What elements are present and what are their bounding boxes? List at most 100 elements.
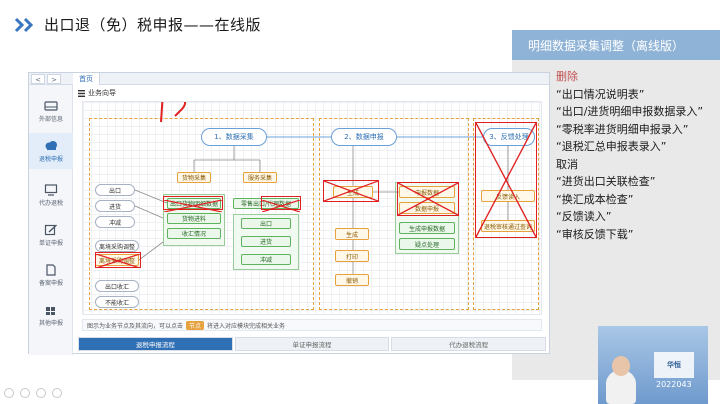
monitor-icon — [44, 183, 58, 196]
cross-icon — [323, 180, 379, 202]
zone-data-collect — [89, 118, 314, 310]
left-item-departure-adjust[interactable]: 离境采购调整 — [95, 240, 139, 252]
slide-title-text: 出口退（免）税申报——在线版 — [44, 16, 262, 34]
delete-label: 删除 — [556, 70, 578, 83]
crossout-feedback — [475, 122, 537, 238]
left-item-purchase[interactable]: 进货 — [95, 200, 135, 212]
sidebar-label: 单证申报 — [38, 239, 63, 247]
sidebar-label: 备案申报 — [38, 279, 63, 287]
pen-icon[interactable] — [4, 388, 14, 398]
sidebar-item-document[interactable]: 单证申报 — [29, 217, 73, 253]
flow-connectors — [134, 102, 509, 274]
sidebar: 外部信息 退税申报 代办退税 单证申报 备案申报 其他申报 — [29, 85, 73, 355]
eraser-icon[interactable] — [20, 388, 30, 398]
node-chip: 节点 — [186, 320, 205, 330]
edit-icon — [44, 223, 57, 235]
report-right-data[interactable]: 申报数据 — [399, 186, 455, 198]
delete-item: “出口/进货明细申报数据录入” — [556, 105, 704, 118]
step-data-collect[interactable]: 1、数据采集 — [201, 128, 267, 146]
delete-item: “退税汇总申报表录入” — [556, 140, 667, 153]
tab-agent-flow[interactable]: 代办退税流程 — [391, 337, 547, 351]
file-icon — [46, 263, 56, 276]
main-content: 业务向导 1、数据采集 2、数据申报 3、反馈处理 货物采集 服务采集 出口 进… — [74, 85, 550, 355]
crossout-report-generate — [323, 180, 379, 202]
zone-data-report — [319, 118, 469, 310]
delete-item: “出口情况说明表” — [556, 87, 645, 101]
cancel-label: 取消 — [556, 157, 578, 171]
cross-icon — [475, 122, 537, 238]
nav-next-button[interactable]: > — [47, 74, 61, 84]
sidebar-label: 退税申报 — [38, 155, 63, 163]
cross-icon — [95, 253, 141, 269]
service-item-retail[interactable]: 零售出口/代理数据 — [233, 198, 299, 209]
sidebar-label: 其他申报 — [38, 319, 63, 327]
report-item-revoke[interactable]: 撤销 — [335, 274, 369, 286]
double-chevron-icon — [14, 17, 34, 32]
app-window: < > 首页 外部信息 退税申报 代办退税 单证申报 备案申报 其他申报 — [28, 72, 550, 355]
cancel-item: “换汇成本检查” — [556, 192, 634, 206]
goods-collect[interactable]: 货物采集 — [177, 172, 211, 183]
notes-panel-heading: 明细数据采集调整（离线版） — [512, 30, 720, 60]
delete-item: “零税率进货明细申报录入” — [556, 122, 689, 136]
cancel-item: “审核反馈下载” — [556, 227, 634, 241]
goods-item-export-detail[interactable]: 出口货物明细数据 — [167, 198, 221, 209]
step-data-report[interactable]: 2、数据申报 — [331, 128, 397, 146]
cross-icon — [397, 182, 459, 216]
nav-prev-button[interactable]: < — [31, 74, 45, 84]
tab-refund-flow[interactable]: 退税申报流程 — [78, 337, 233, 351]
service-sub-offset[interactable]: 冲减 — [241, 254, 291, 265]
sidebar-item-other[interactable]: 其他申报 — [29, 297, 73, 333]
left-item-offset[interactable]: 冲减 — [95, 216, 135, 228]
report-item-print[interactable]: 打印 — [335, 250, 369, 262]
goods-item-exchange[interactable]: 收汇情况 — [167, 228, 221, 239]
sidebar-item-external-info[interactable]: 外部信息 — [29, 93, 73, 129]
left-item-export[interactable]: 出口 — [95, 184, 135, 196]
notes-panel-body: 删除 “出口情况说明表” “出口/进货明细申报数据录入” “零税率进货明细申报录… — [556, 68, 716, 243]
player-controls — [4, 388, 62, 398]
service-sub-export[interactable]: 出口 — [241, 218, 291, 229]
report-item-generate2[interactable]: 生成 — [335, 228, 369, 240]
service-sub-purchase[interactable]: 进货 — [241, 236, 291, 247]
menu-icon — [78, 89, 85, 97]
service-collect[interactable]: 服务采集 — [243, 172, 277, 183]
content-title-text: 业务向导 — [88, 89, 116, 97]
video-logo: 华恒 — [654, 352, 694, 378]
crossout-report-right — [397, 182, 459, 216]
presenter-head — [612, 356, 630, 376]
flow-canvas: 1、数据采集 2、数据申报 3、反馈处理 货物采集 服务采集 出口 进货 冲减 … — [82, 101, 542, 315]
sidebar-item-filing[interactable]: 备案申报 — [29, 257, 73, 293]
report-right-doubt[interactable]: 疑点处理 — [399, 238, 455, 250]
feedback-read[interactable]: 反馈读入 — [481, 190, 535, 202]
slide-title: 出口退（免）税申报——在线版 — [14, 14, 261, 35]
link-icon[interactable] — [36, 388, 46, 398]
drive-icon — [44, 100, 58, 111]
tab-bar: < > 首页 — [29, 73, 549, 85]
video-code: 2022043 — [656, 380, 692, 389]
crossout-service-retail — [261, 196, 301, 213]
sidebar-item-agent-refund[interactable]: 代办退税 — [29, 177, 73, 213]
zone-feedback — [473, 118, 539, 310]
flow-hint-pre: 图示为业务节点及其流向，可以点击 — [87, 322, 184, 330]
crossout-goods-export — [163, 196, 223, 213]
bottom-tabs: 退税申报流程 单证申报流程 代办退税流程 — [78, 337, 547, 351]
tab-document-flow[interactable]: 单证申报流程 — [234, 337, 390, 351]
flow-hint-post: 将进入对应模块完成相关业务 — [207, 322, 286, 330]
cross-icon — [163, 199, 223, 213]
bottom-left-receipt[interactable]: 出口收汇 — [95, 280, 139, 292]
flow-hint: 图示为业务节点及其流向，可以点击 节点 将进入对应模块完成相关业务 — [82, 319, 542, 331]
cloud-icon — [45, 140, 57, 150]
puzzle-icon — [46, 306, 55, 315]
sidebar-label: 代办退税 — [38, 199, 63, 207]
report-right-submit[interactable]: 数据申报 — [399, 202, 455, 214]
tab-home[interactable]: 首页 — [73, 73, 100, 85]
crossout-goods-adjust — [95, 252, 141, 269]
zoom-icon[interactable] — [52, 388, 62, 398]
bottom-left-no-receipt[interactable]: 不能收汇 — [95, 296, 139, 308]
report-right-generate[interactable]: 生成申报数据 — [399, 222, 455, 234]
content-title: 业务向导 — [78, 88, 116, 98]
sidebar-item-tax-refund[interactable]: 退税申报 — [29, 133, 73, 169]
cancel-item: “反馈读入” — [556, 210, 612, 223]
cross-icon — [261, 199, 301, 213]
goods-item-material[interactable]: 货物进料 — [167, 213, 221, 224]
sidebar-label: 外部信息 — [38, 115, 63, 123]
